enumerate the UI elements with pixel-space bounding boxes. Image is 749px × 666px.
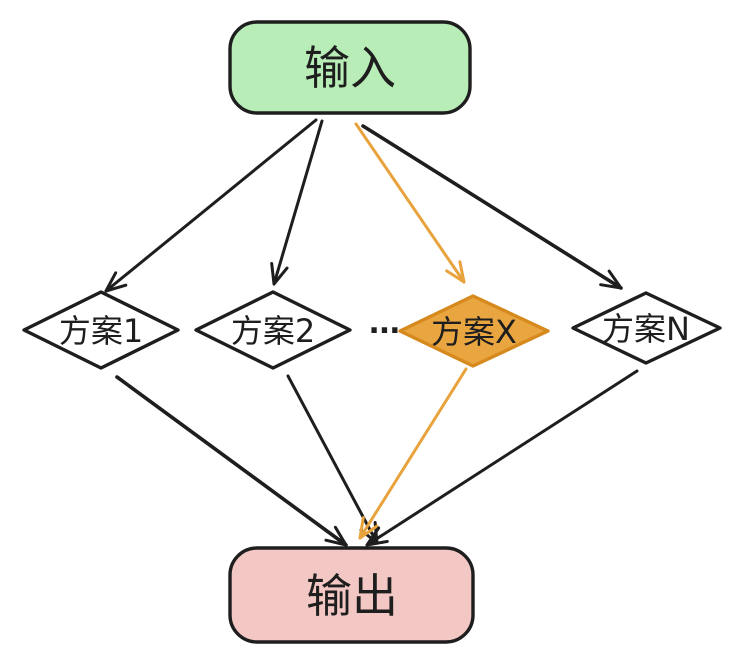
node-planX: 方案X <box>398 294 550 368</box>
node-input: 输入 <box>228 20 472 115</box>
edge-planN-output <box>365 369 639 547</box>
plan1-diamond <box>22 290 180 370</box>
edge-input-plan1 <box>104 118 318 293</box>
edge-planX-output <box>358 367 468 540</box>
planN-diamond <box>571 291 722 365</box>
output-label: 输出 <box>306 569 398 623</box>
planX-label: 方案X <box>431 313 517 351</box>
edge-input-plan2 <box>270 119 324 286</box>
ellipsis-label: ... <box>368 306 399 341</box>
plan2-label: 方案2 <box>231 312 315 350</box>
planX-diamond <box>398 294 550 368</box>
input-label: 输入 <box>304 41 396 95</box>
planN-label: 方案N <box>602 310 690 348</box>
edges <box>104 118 639 547</box>
node-planN: 方案N <box>571 291 722 365</box>
node-plan1: 方案1 <box>22 290 180 370</box>
plan1-label: 方案1 <box>59 312 143 350</box>
node-plan2: 方案2 <box>194 290 352 370</box>
output-box <box>228 546 475 644</box>
input-box <box>228 20 472 115</box>
plan2-diamond <box>194 290 352 370</box>
edge-plan1-output <box>115 375 348 547</box>
edge-input-planX <box>354 122 466 284</box>
edge-plan2-output <box>286 374 379 545</box>
edge-input-planN <box>361 124 623 290</box>
node-output: 输出 <box>228 546 475 644</box>
